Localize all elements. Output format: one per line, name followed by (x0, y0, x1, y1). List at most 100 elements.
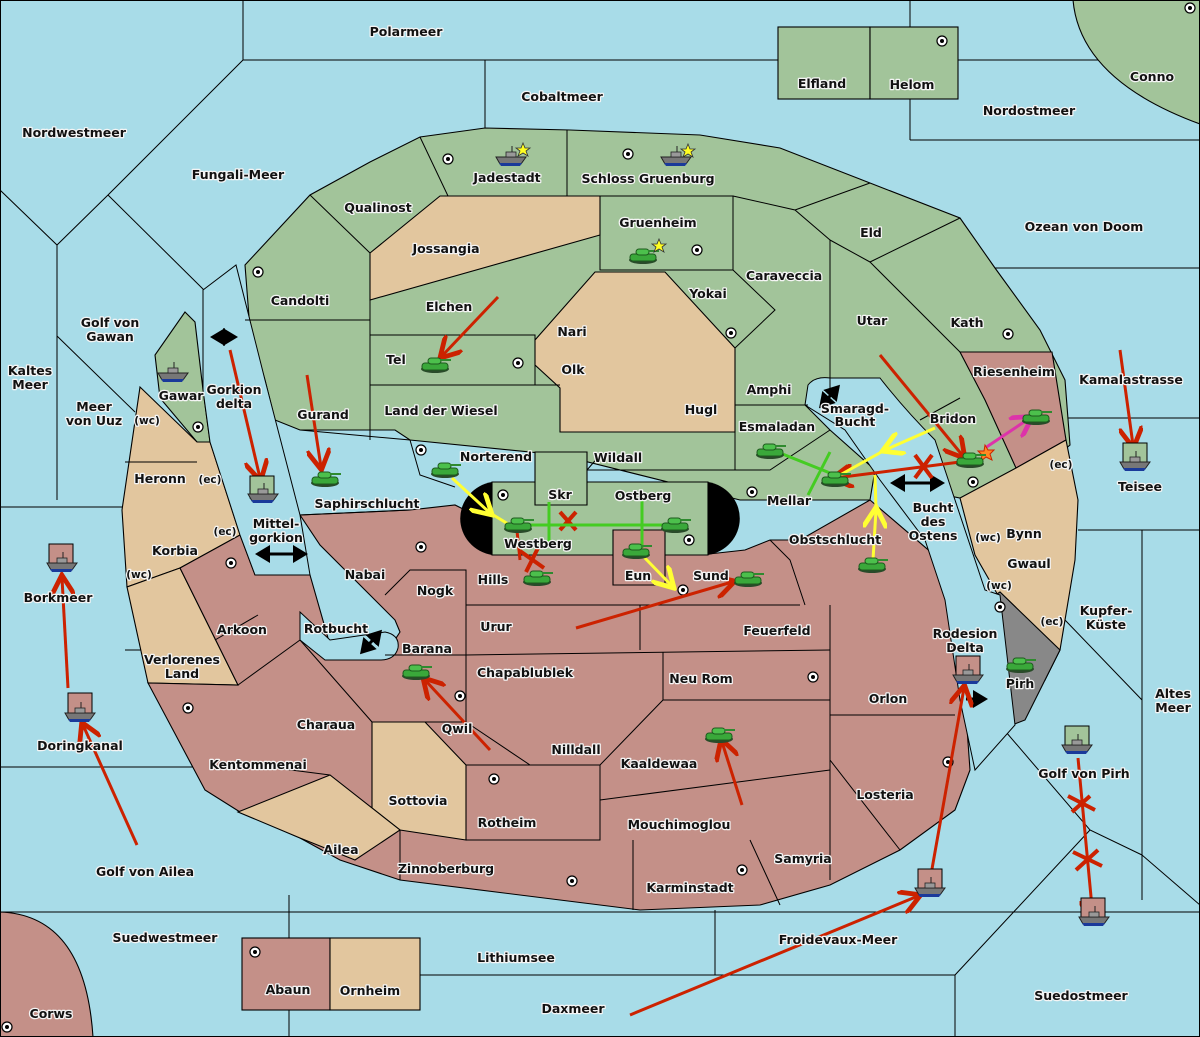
label-coast-korbia-wc: (wc) (126, 569, 152, 581)
label-candolti: Candolti (271, 293, 330, 308)
label-zinnoberburg: Zinnoberburg (398, 861, 494, 876)
two-way-arrow-icon (818, 384, 841, 409)
label-polarmeer: Polarmeer (370, 24, 444, 39)
dislodged-burst-icon (976, 443, 996, 463)
failed-order-markers (518, 453, 1103, 872)
supply-center-icon (249, 946, 261, 958)
label-yokai: Yokai (688, 286, 727, 301)
label-esmaladan: Esmaladan (739, 419, 815, 434)
label-gorkion-delta-2: delta (216, 396, 252, 411)
label-nordwestmeer: Nordwestmeer (22, 125, 127, 140)
label-bucht-des-ostens: Bucht (913, 500, 954, 515)
label-wildall: Wildall (594, 450, 642, 465)
supply-center-icon (1184, 2, 1196, 14)
supply-center-icon (746, 486, 758, 498)
coast-labels: (wc) (ec) (ec) (wc) (ec) (wc) (wc) (ec) (125, 414, 1074, 630)
region-skr (534, 451, 588, 506)
supply-center-icon (622, 148, 634, 160)
label-eld: Eld (860, 225, 882, 240)
label-eun: Eun (625, 568, 651, 583)
label-jadestadt: Jadestadt (472, 170, 540, 185)
label-land-der-wiesel: Land der Wiesel (384, 403, 497, 418)
label-borkmeer: Borkmeer (24, 590, 94, 605)
tunnel-east (708, 482, 740, 555)
label-coast-gawar-wc: (wc) (134, 415, 160, 427)
label-meer-von-uuz-2: von Uuz (66, 413, 122, 428)
region-bynn-gwaul (959, 439, 1079, 682)
supply-center-icon (192, 421, 204, 433)
label-gawar: Gawar (159, 388, 205, 403)
label-westberg: Westberg (504, 536, 572, 551)
label-qwil: Qwil (442, 721, 473, 736)
label-ostberg: Ostberg (615, 488, 672, 503)
supply-center-icon (225, 557, 237, 569)
label-ozean-von-doom: Ozean von Doom (1025, 219, 1144, 234)
label-rodesion-delta: Rodesion (933, 626, 998, 641)
label-altes-meer-2: Meer (1155, 700, 1191, 715)
label-lithiumsee: Lithiumsee (477, 950, 555, 965)
label-teisee: Teisee (1118, 479, 1162, 494)
label-kupfer-kueste: Kupfer- (1080, 603, 1133, 618)
region-ornheim (329, 937, 421, 1011)
label-kath: Kath (951, 315, 984, 330)
label-arkoon: Arkoon (217, 622, 267, 637)
label-jossangia: Jossangia (411, 241, 479, 256)
supply-center-icon (415, 541, 427, 553)
supply-center-icon (807, 671, 819, 683)
label-fungali-meer: Fungali-Meer (192, 167, 285, 182)
label-rotheim: Rotheim (478, 815, 537, 830)
label-norterend: Norterend (460, 449, 532, 464)
label-samyria: Samyria (774, 851, 832, 866)
supply-center-icon (677, 584, 689, 596)
label-golf-von-gawan-2: Gawan (86, 329, 134, 344)
label-ailea: Ailea (323, 842, 358, 857)
label-bucht-des-ostens-3: Ostens (909, 528, 958, 543)
label-kaaldewaa: Kaaldewaa (621, 756, 698, 771)
label-amphi: Amphi (747, 382, 792, 397)
label-helom: Helom (890, 77, 935, 92)
label-mittelgorkion: Mittel- (253, 516, 300, 531)
label-golf-von-gawan: Golf von (81, 315, 140, 330)
supply-center-icon (1, 1021, 13, 1033)
label-smaragd-bucht-2: Bucht (835, 414, 876, 429)
supply-center-icon (683, 534, 695, 546)
label-coast-riesenheim-ec: (ec) (1050, 459, 1073, 471)
region-conno (1072, 0, 1200, 125)
label-gurand: Gurand (297, 407, 349, 422)
land-labels: Elfland Helom Conno Jadestadt Schloss Gr… (28, 68, 1175, 1023)
label-nari: Nari (557, 324, 586, 339)
convoy-orders (520, 451, 836, 548)
label-feuerfeld: Feuerfeld (743, 623, 810, 638)
label-verlorenes-land: Verlorenes (144, 652, 220, 667)
label-olk: Olk (561, 362, 585, 377)
label-skr: Skr (548, 487, 572, 502)
retreat-order (984, 418, 1030, 450)
label-barana: Barana (402, 641, 452, 656)
label-orlon: Orlon (869, 691, 908, 706)
label-nilldall: Nilldall (551, 742, 600, 757)
supply-center-icon (566, 875, 578, 887)
label-neu-rom: Neu Rom (669, 671, 732, 686)
label-nordostmeer: Nordostmeer (983, 103, 1076, 118)
label-nogk: Nogk (417, 583, 454, 598)
label-bynn: Bynn (1006, 526, 1041, 541)
label-caraveccia: Caraveccia (746, 268, 822, 283)
two-way-arrow-icon (359, 629, 383, 655)
supply-center-icon (725, 327, 737, 339)
label-coast-bynn-wc: (wc) (975, 532, 1001, 544)
label-sottovia: Sottovia (389, 793, 448, 808)
label-coast-gwaul-wc: (wc) (986, 580, 1012, 592)
label-conno: Conno (1130, 69, 1175, 84)
label-qualinost: Qualinost (344, 200, 411, 215)
label-smaragd-bucht: Smaragd- (821, 401, 889, 416)
label-mouchimoglou: Mouchimoglou (628, 817, 731, 832)
label-sund: Sund (693, 568, 729, 583)
label-utar: Utar (857, 313, 889, 328)
label-kaltes-meer-2: Meer (12, 377, 48, 392)
supply-center-icon (1002, 328, 1014, 340)
label-urur: Urur (480, 619, 512, 634)
label-meer-von-uuz: Meer (76, 399, 112, 414)
sea-labels: Polarmeer Cobaltmeer Nordwestmeer Fungal… (7, 23, 1193, 1018)
